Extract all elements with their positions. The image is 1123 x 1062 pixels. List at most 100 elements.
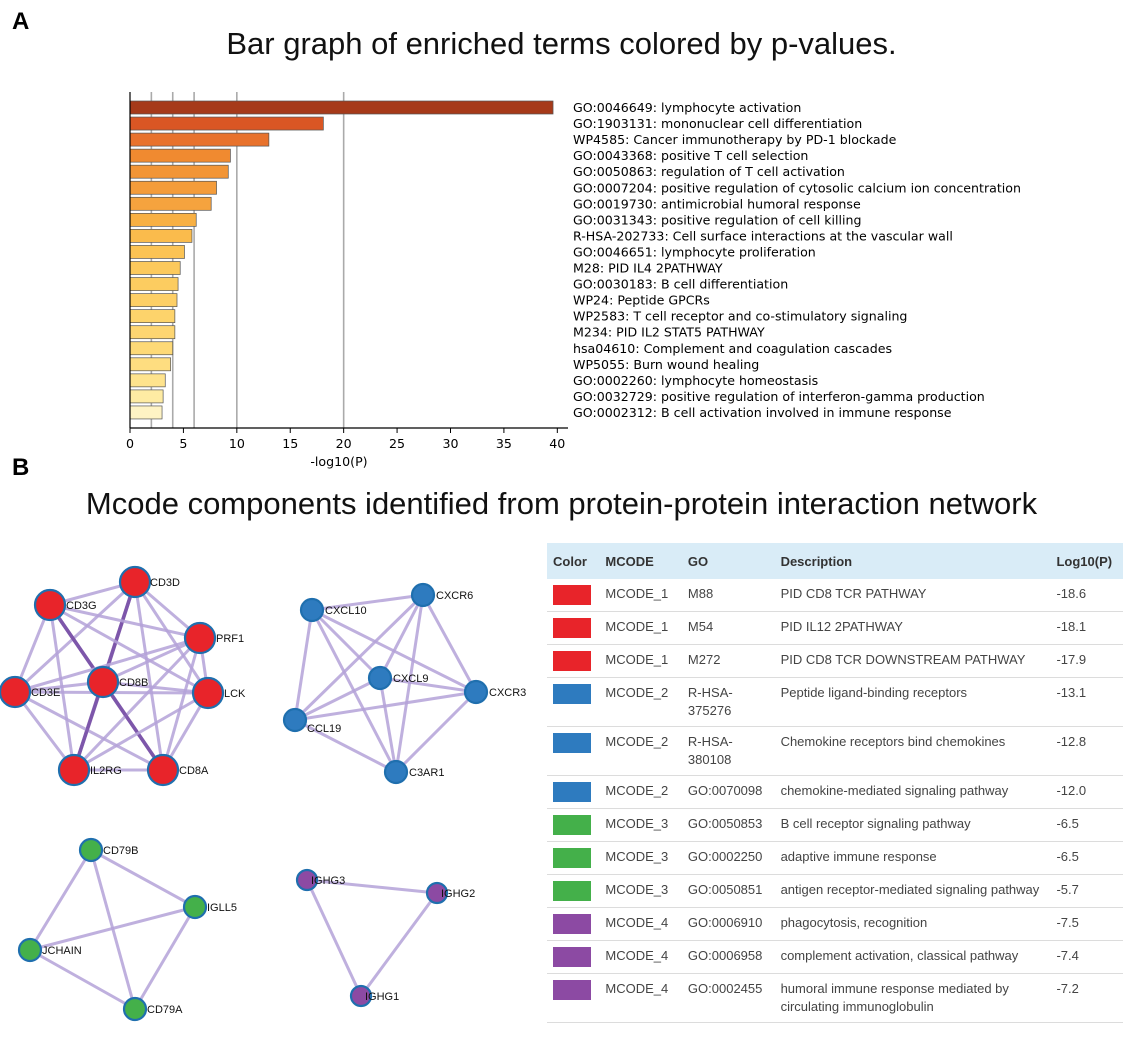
network-edge <box>294 676 381 722</box>
mcode-cell: MCODE_2 <box>599 775 682 809</box>
x-tick-label: 35 <box>496 436 512 451</box>
bar <box>129 132 270 147</box>
category-label: R-HSA-202733: Cell surface interactions … <box>573 228 953 243</box>
logp-cell: -5.7 <box>1050 874 1123 908</box>
network-edge <box>49 603 201 640</box>
category-label: WP5055: Burn wound healing <box>573 357 759 372</box>
bar <box>129 341 174 356</box>
description-cell: complement activation, classical pathway <box>774 940 1051 974</box>
bar <box>129 325 176 340</box>
go-cell: M88 <box>681 579 775 612</box>
node-label: CXCL10 <box>325 605 367 617</box>
node-label: CCL19 <box>307 723 341 735</box>
bar <box>129 148 231 163</box>
network-node <box>282 707 308 733</box>
category-label: GO:0050863: regulation of T cell activat… <box>573 164 845 179</box>
network-node <box>182 894 208 920</box>
category-label: WP24: Peptide GPCRs <box>573 293 710 308</box>
panel-a-letter: A <box>12 8 30 35</box>
network-edge <box>133 581 165 771</box>
category-label: hsa04610: Complement and coagulation cas… <box>573 341 892 356</box>
network-node <box>191 676 225 710</box>
bar <box>129 229 193 243</box>
bar <box>129 180 217 195</box>
logp-cell: -17.9 <box>1050 644 1123 678</box>
node-label: CD8B <box>119 677 148 689</box>
network-edge <box>29 905 196 952</box>
go-cell: GO:0006958 <box>681 940 775 974</box>
node-label: CD8A <box>179 765 209 777</box>
category-label: GO:0030183: B cell differentiation <box>573 277 788 292</box>
table-header-row: Color MCODE GO Description Log10(P) <box>547 543 1123 579</box>
mcode-cell: MCODE_3 <box>599 874 682 908</box>
network-node <box>33 588 67 622</box>
bar <box>129 213 197 227</box>
go-cell: GO:0050851 <box>681 874 775 908</box>
network-edge <box>28 849 93 951</box>
category-label: WP2583: T cell receptor and co-stimulato… <box>573 309 907 324</box>
color-cell <box>547 973 600 1023</box>
color-swatch <box>553 914 591 934</box>
go-cell: R-HSA-380108 <box>681 726 775 776</box>
node-label: IL2RG <box>90 765 122 777</box>
color-cell <box>547 677 600 727</box>
mcode-table: Color MCODE GO Description Log10(P) MCOD… <box>547 543 1123 1023</box>
description-cell: Chemokine receptors bind chemokines <box>774 726 1051 776</box>
category-label: GO:0046649: lymphocyte activation <box>573 100 801 115</box>
network-edge <box>73 691 209 772</box>
x-tick-label: 10 <box>229 436 245 451</box>
x-tick-label: 40 <box>549 436 565 451</box>
network-node <box>86 665 120 699</box>
network-node <box>295 868 319 892</box>
bar <box>129 405 163 420</box>
network-edge <box>49 603 209 695</box>
description-cell: PID IL12 2PATHWAY <box>774 611 1051 645</box>
network-node <box>299 597 325 623</box>
color-cell <box>547 579 600 612</box>
description-cell: antigen receptor-mediated signaling path… <box>774 874 1051 908</box>
logp-cell: -7.2 <box>1050 973 1123 1023</box>
mcode-cell: MCODE_1 <box>599 579 682 612</box>
go-cell: GO:0070098 <box>681 775 775 809</box>
logp-cell: -7.4 <box>1050 940 1123 974</box>
bar <box>129 116 324 131</box>
network-edge <box>13 580 137 694</box>
description-cell: PID CD8 TCR PATHWAY <box>774 579 1051 612</box>
network-edge <box>310 608 382 680</box>
go-cell: GO:0050853 <box>681 808 775 842</box>
node-label: CD3E <box>31 687 60 699</box>
node-label: CD79B <box>103 845 138 857</box>
color-swatch <box>553 848 591 868</box>
x-tick-label: 20 <box>336 436 352 451</box>
panel-b-letter: B <box>12 454 30 481</box>
node-label: CD3D <box>150 577 180 589</box>
color-swatch <box>553 618 591 638</box>
description-cell: B cell receptor signaling pathway <box>774 808 1051 842</box>
network-node <box>0 675 32 709</box>
bar <box>129 245 185 259</box>
node-label: CXCR6 <box>436 590 473 602</box>
go-cell: M272 <box>681 644 775 678</box>
logp-cell: -12.8 <box>1050 726 1123 776</box>
go-cell: GO:0006910 <box>681 907 775 941</box>
network-node <box>57 753 91 787</box>
color-cell <box>547 907 600 941</box>
bar <box>129 164 229 179</box>
network-node <box>78 837 104 863</box>
mcode-cell: MCODE_2 <box>599 677 682 727</box>
node-label: CXCR3 <box>489 687 526 699</box>
network-node <box>122 996 148 1022</box>
network-edge <box>293 609 314 721</box>
color-cell <box>547 775 600 809</box>
node-label: CD79A <box>147 1004 183 1016</box>
category-label: GO:0031343: positive regulation of cell … <box>573 212 861 227</box>
network-node <box>463 679 489 705</box>
color-cell <box>547 644 600 678</box>
description-cell: Peptide ligand-binding receptors <box>774 677 1051 727</box>
network-edge <box>102 680 209 695</box>
